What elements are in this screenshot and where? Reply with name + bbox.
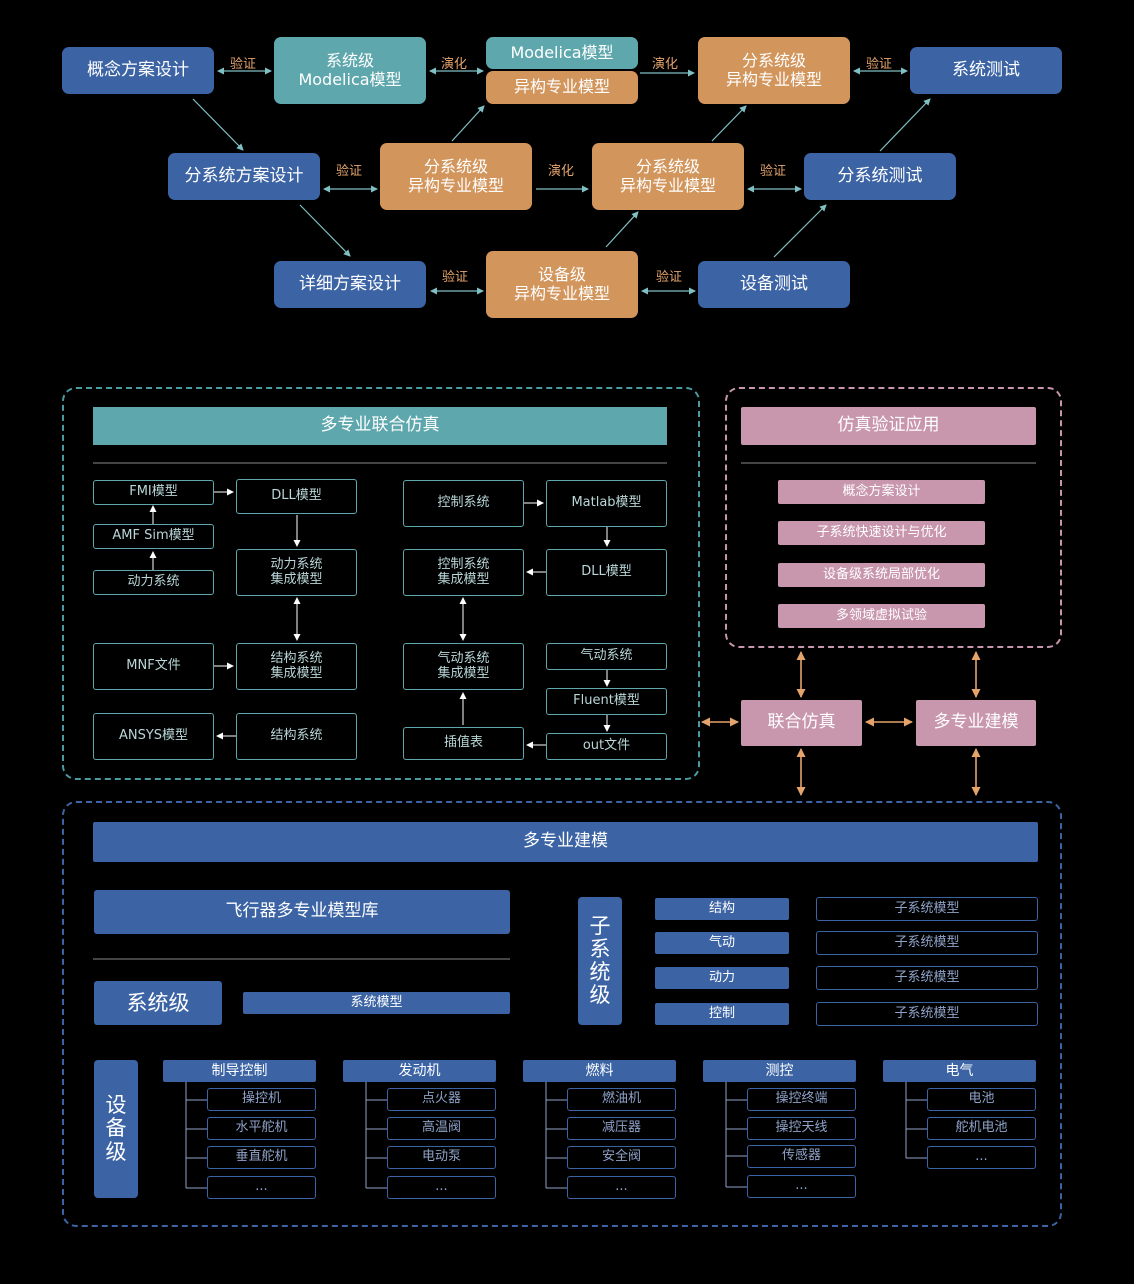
device-item: 垂直舵机 (207, 1146, 316, 1169)
device-item: 电池 (927, 1088, 1036, 1111)
device-item: ... (207, 1176, 316, 1199)
subsystem-level-label: 子 系 统 级 (578, 897, 622, 1025)
device-item: ... (387, 1176, 496, 1199)
device-item: 高温阀 (387, 1117, 496, 1140)
detail-design-node: 详细方案设计 (274, 261, 426, 308)
device-group-header: 电气 (883, 1060, 1036, 1082)
modeling-title: 多专业建模 (93, 822, 1038, 862)
subsystem-model: 子系统模型 (816, 966, 1038, 990)
device-hetero-node: 设备级 异构专业模型 (486, 251, 638, 318)
dll-model-1: DLL模型 (236, 479, 357, 514)
device-item: 操控终端 (747, 1088, 856, 1111)
subsystem-name: 控制 (655, 1003, 789, 1025)
device-group-header: 制导控制 (163, 1060, 316, 1082)
interpolation-table: 插值表 (403, 727, 524, 760)
device-item: 传感器 (747, 1145, 856, 1168)
device-test-node: 设备测试 (698, 261, 850, 308)
modeling-panel (62, 801, 1062, 1227)
multi-model-node: 多专业建模 (916, 700, 1036, 746)
verify-label: 验证 (866, 57, 893, 72)
device-item: 点火器 (387, 1088, 496, 1111)
device-item: 安全阀 (567, 1146, 676, 1169)
verify-label: 验证 (336, 164, 363, 179)
joint-sim-node: 联合仿真 (741, 700, 862, 746)
evolve-label: 演化 (441, 57, 468, 72)
mnf-file: MNF文件 (93, 643, 214, 690)
subsystem-model: 子系统模型 (816, 897, 1038, 921)
device-level-label: 设 备 级 (94, 1060, 138, 1198)
power-system: 动力系统 (93, 570, 214, 595)
device-item: 操控机 (207, 1088, 316, 1111)
device-item: ... (567, 1176, 676, 1199)
verify-label: 验证 (230, 57, 257, 72)
evolve-label: 演化 (652, 57, 679, 72)
modelica-model-node: Modelica模型 (486, 37, 638, 69)
subsystem-name: 结构 (655, 898, 789, 920)
system-model-bar: 系统模型 (243, 992, 510, 1014)
device-group-header: 发动机 (343, 1060, 496, 1082)
device-group-header: 燃料 (523, 1060, 676, 1082)
verify-label: 验证 (760, 164, 787, 179)
device-item: 电动泵 (387, 1146, 496, 1169)
device-item: 减压器 (567, 1117, 676, 1140)
verif-item: 子系统快速设计与优化 (778, 521, 985, 545)
amf-sim-model: AMF Sim模型 (93, 524, 214, 549)
subsystem-name: 动力 (655, 967, 789, 989)
subsystem-model: 子系统模型 (816, 1002, 1038, 1026)
structure-integration-model: 结构系统 集成模型 (236, 643, 357, 690)
system-test-node: 系统测试 (910, 47, 1062, 94)
model-library-title: 飞行器多专业模型库 (94, 890, 510, 934)
out-file: out文件 (546, 733, 667, 760)
aero-integration-model: 气动系统 集成模型 (403, 643, 524, 690)
power-integration-model: 动力系统 集成模型 (236, 549, 357, 596)
dll-model-2: DLL模型 (546, 549, 667, 596)
device-item: 操控天线 (747, 1117, 856, 1140)
verif-panel (725, 387, 1062, 648)
device-item: 燃油机 (567, 1088, 676, 1111)
fluent-model: Fluent模型 (546, 688, 667, 715)
subsystem-hetero-node-2: 分系统级 异构专业模型 (592, 143, 744, 210)
cosim-title: 多专业联合仿真 (93, 407, 667, 445)
system-level-label: 系统级 (94, 981, 222, 1025)
fmi-model: FMI模型 (93, 480, 214, 505)
device-group-header: 测控 (703, 1060, 856, 1082)
verify-label: 验证 (656, 270, 683, 285)
verif-item: 概念方案设计 (778, 480, 985, 504)
subsystem-design-node: 分系统方案设计 (168, 153, 320, 200)
device-item: ... (927, 1146, 1036, 1169)
subsystem-name: 气动 (655, 932, 789, 954)
subsystem-model: 子系统模型 (816, 931, 1038, 955)
matlab-model: Matlab模型 (546, 480, 667, 527)
subsystem-hetero-top-node: 分系统级 异构专业模型 (698, 37, 850, 104)
ansys-model: ANSYS模型 (93, 713, 214, 760)
verif-title: 仿真验证应用 (741, 407, 1036, 445)
evolve-label: 演化 (548, 164, 575, 179)
verif-item: 设备级系统局部优化 (778, 563, 985, 587)
subsystem-hetero-node-1: 分系统级 异构专业模型 (380, 143, 532, 210)
hetero-model-node: 异构专业模型 (486, 71, 638, 104)
aero-system: 气动系统 (546, 643, 667, 670)
system-modelica-node: 系统级 Modelica模型 (274, 37, 426, 104)
concept-design-node: 概念方案设计 (62, 47, 214, 94)
subsystem-test-node: 分系统测试 (804, 153, 956, 200)
control-integration-model: 控制系统 集成模型 (403, 549, 524, 596)
device-item: 舵机电池 (927, 1117, 1036, 1140)
verif-item: 多领域虚拟试验 (778, 604, 985, 628)
device-item: ... (747, 1175, 856, 1198)
control-system: 控制系统 (403, 480, 524, 527)
device-item: 水平舵机 (207, 1117, 316, 1140)
cosim-panel (62, 387, 700, 780)
verify-label: 验证 (442, 270, 469, 285)
structure-system: 结构系统 (236, 713, 357, 760)
